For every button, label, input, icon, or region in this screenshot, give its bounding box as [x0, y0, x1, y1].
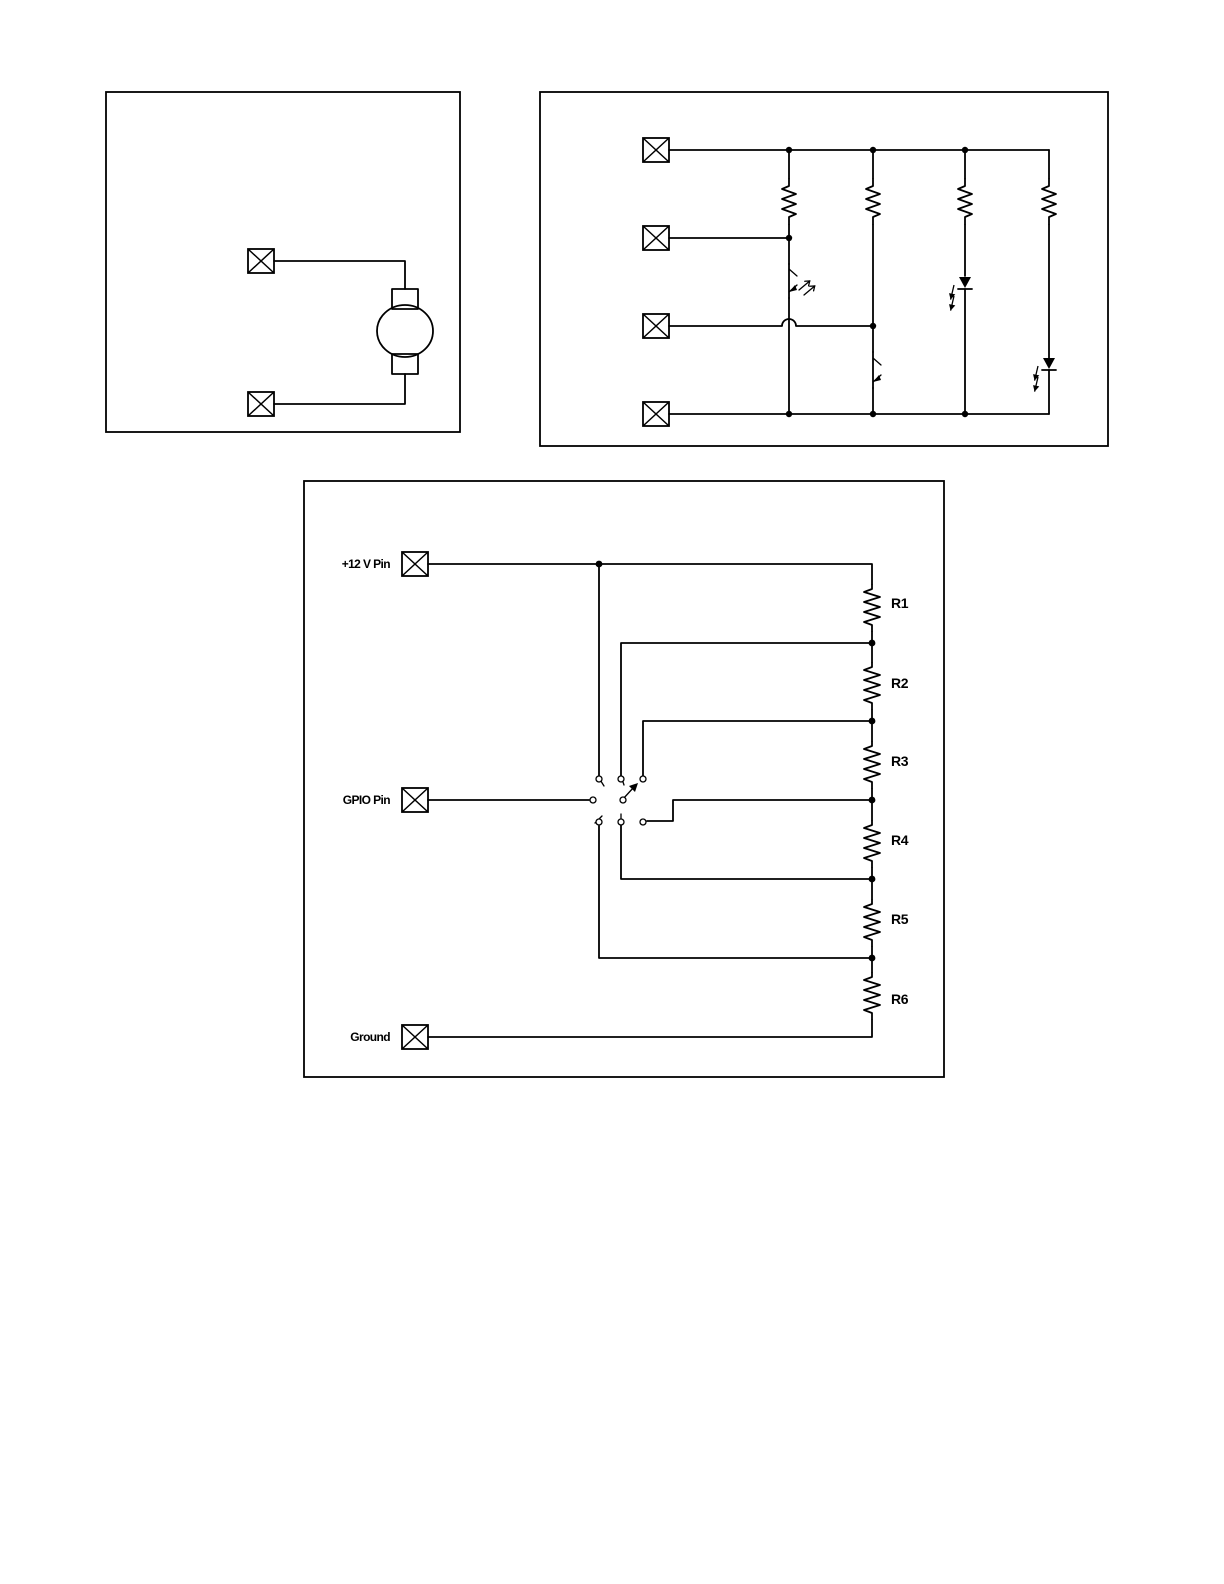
ground-terminal [402, 1025, 428, 1049]
power-wire [428, 564, 872, 584]
switch-panel: +12 V Pin GPIO Pin Ground R1 R2 R3 R4 R5… [304, 481, 944, 1077]
switch-junction [869, 797, 876, 804]
motor-panel [106, 92, 460, 432]
led-junction [962, 411, 968, 417]
phototransistor [789, 264, 817, 298]
transistor [873, 352, 881, 388]
led-input-3-wire [669, 319, 873, 326]
power-terminal [402, 552, 428, 576]
ground-pin-label: Ground [350, 1030, 390, 1044]
motor-symbol [377, 305, 433, 357]
resistor-label: R6 [891, 991, 909, 1007]
led-2 [1029, 358, 1056, 392]
tap-wire-6 [599, 826, 872, 958]
resistor-r5 [864, 899, 880, 947]
resistor-label: R5 [891, 911, 909, 927]
motor-terminal-top [248, 249, 274, 273]
led-terminal-3 [643, 314, 669, 338]
resistor-r4 [864, 820, 880, 868]
led-panel [540, 92, 1108, 446]
led-terminal-2 [643, 226, 669, 250]
led-junction [786, 147, 792, 153]
tap-wire-3 [643, 721, 872, 776]
motor-wire-bottom [274, 374, 405, 404]
resistor-label: R2 [891, 675, 909, 691]
resistor-r3 [864, 741, 880, 789]
motor-wire-top [274, 261, 405, 289]
motor-panel-frame [106, 92, 460, 432]
resistor-r2 [864, 662, 880, 710]
led-resistor-2 [866, 178, 880, 225]
switch-junction [869, 718, 876, 725]
tap-wire-2 [621, 643, 872, 776]
led-1 [945, 277, 972, 311]
switch-junction [869, 876, 876, 883]
resistor-label: R1 [891, 595, 909, 611]
led-junction [786, 411, 792, 417]
ground-wire [428, 1020, 872, 1037]
led-panel-frame [540, 92, 1108, 446]
rotary-switch [590, 776, 646, 825]
led-junction [786, 235, 792, 241]
resistor-label: R4 [891, 832, 909, 848]
switch-junction [869, 955, 876, 962]
led-terminal-1 [643, 138, 669, 162]
tap-wire-5 [621, 824, 872, 879]
tap-wire-4 [647, 800, 872, 821]
power-pin-label: +12 V Pin [342, 557, 391, 571]
led-resistor-4 [1042, 178, 1056, 225]
resistor-r1 [864, 584, 880, 632]
led-terminal-4 [643, 402, 669, 426]
led-resistor-1 [782, 178, 796, 225]
gpio-pin-label: GPIO Pin [343, 793, 390, 807]
resistor-label: R3 [891, 753, 909, 769]
switch-junction [596, 561, 603, 568]
led-junction [870, 323, 876, 329]
switch-junction [869, 640, 876, 647]
led-junction [870, 411, 876, 417]
led-junction [962, 147, 968, 153]
motor-terminal-bottom [248, 392, 274, 416]
gpio-terminal [402, 788, 428, 812]
led-junction [870, 147, 876, 153]
led-resistor-3 [958, 178, 972, 225]
resistor-r6 [864, 972, 880, 1020]
